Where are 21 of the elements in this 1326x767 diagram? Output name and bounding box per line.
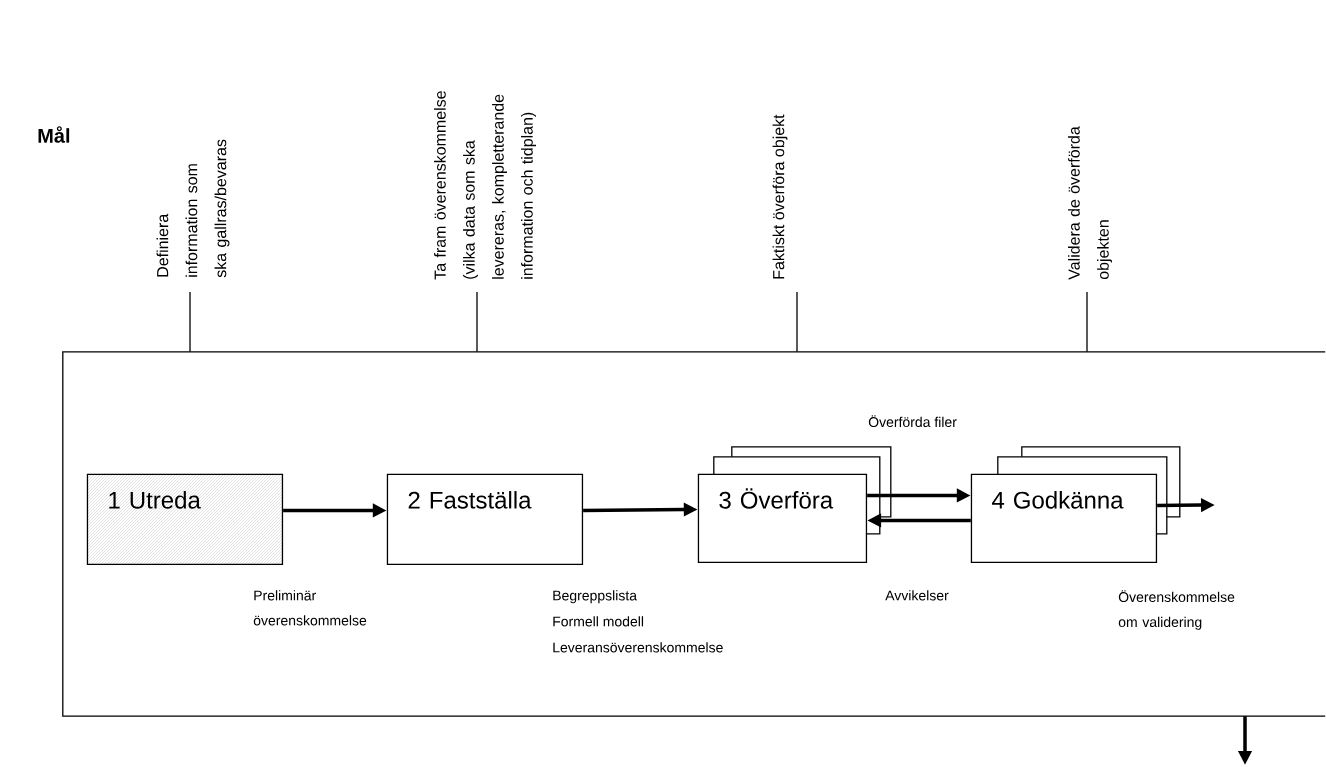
leader-line bbox=[796, 291, 798, 353]
leader-line bbox=[1086, 291, 1088, 353]
note-text: Överenskommelse om validering bbox=[1118, 590, 1235, 630]
heading: Mål bbox=[38, 126, 70, 143]
stacked-process-box: 4 Godkänna bbox=[970, 446, 1181, 564]
process-box: 1 Utreda bbox=[86, 473, 284, 566]
note-text: Leveransöverenskommelse bbox=[553, 642, 723, 653]
process-box: 2 Fastställa bbox=[386, 473, 584, 566]
note-text: Preliminär överenskommelse bbox=[253, 590, 367, 626]
frame bbox=[62, 351, 1326, 717]
stacked-process-box: 3 Överföra bbox=[697, 446, 892, 564]
goal-text: Definiera information som ska gallras/bevaras bbox=[156, 139, 230, 278]
note-text: Överförda filer bbox=[868, 415, 957, 428]
note-text: Formell modell bbox=[553, 616, 644, 627]
goal-text: Faktiskt överföra objekt bbox=[772, 114, 788, 279]
goal-text: Validera de överförda objekten bbox=[1068, 126, 1112, 280]
leader-line bbox=[189, 291, 191, 353]
note-text: Avvikelser bbox=[885, 590, 949, 601]
note-text: Begreppslista bbox=[553, 590, 638, 604]
goal-text: Ta fram överenskommelse (vilka data som ska levereras, kompletterande information och tidplan) bbox=[434, 91, 536, 280]
leader-line bbox=[476, 291, 478, 353]
